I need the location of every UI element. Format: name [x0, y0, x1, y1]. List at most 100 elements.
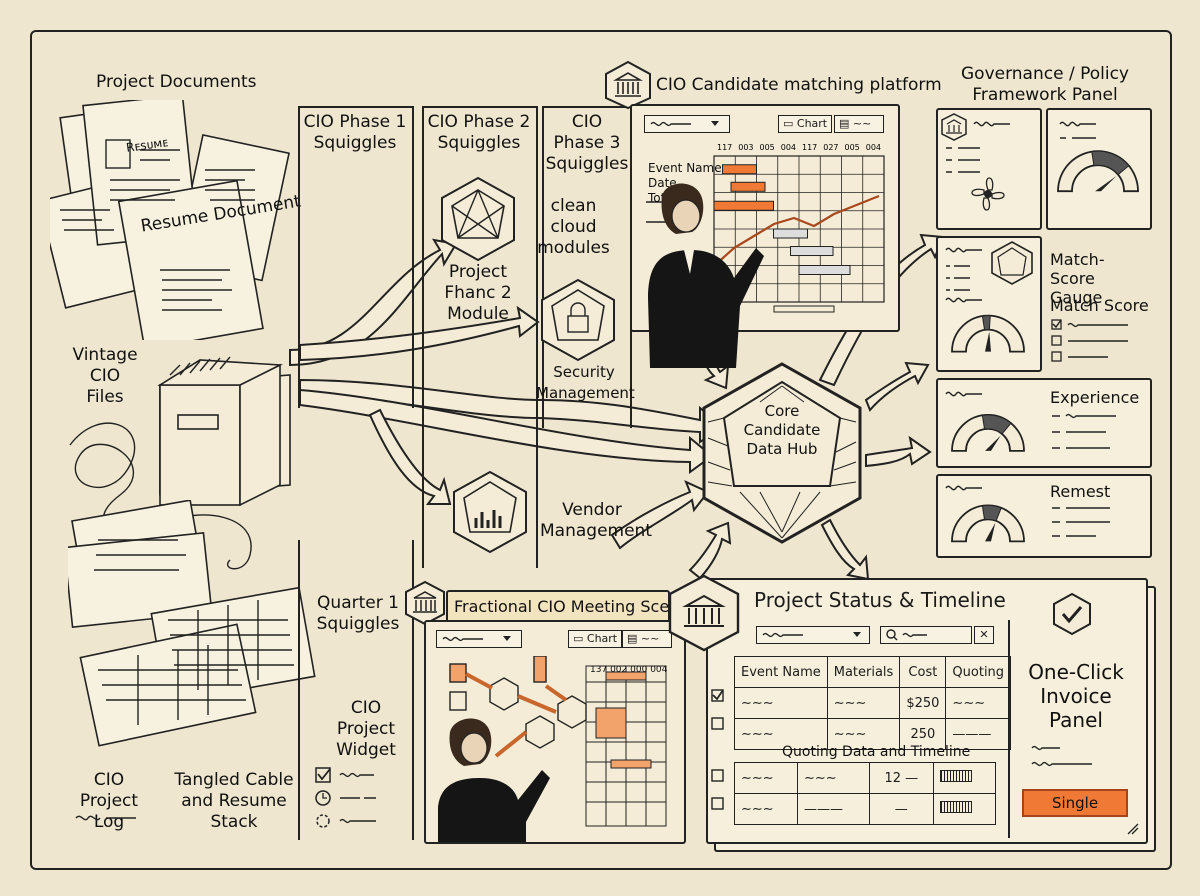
matching-platform-title: CIO Candidate matching platform	[656, 75, 942, 95]
phase3-label: CIO Phase 3 Squiggles	[545, 112, 629, 174]
meeting-table-button[interactable]: ▤ ~~	[622, 630, 672, 648]
meeting-chart-button[interactable]: ▭ Chart	[568, 630, 623, 648]
security-label: Security Management	[536, 363, 635, 402]
experience-label: Experience	[1050, 388, 1140, 407]
status-table: Event Name Materials Cost Quoting ∼∼∼∼∼∼…	[734, 656, 1012, 750]
gov-card-1-content	[941, 113, 1010, 211]
remest-label: Remest	[1050, 482, 1111, 501]
gantt-col-label: 117	[717, 143, 732, 152]
scrollbar[interactable]	[773, 305, 835, 313]
cell-scribble: ∼∼∼	[734, 762, 798, 794]
status-dropdown[interactable]	[756, 626, 870, 644]
gantt-bar	[798, 265, 851, 275]
row-checkboxes[interactable]	[710, 688, 730, 820]
close-icon[interactable]: ✕	[974, 626, 994, 644]
gantt-bar	[730, 181, 766, 192]
dropdown-scribble	[650, 121, 719, 127]
gauge-fill	[1091, 150, 1130, 176]
project-documents-label: Project Documents	[96, 72, 257, 92]
gauge-band	[951, 504, 1025, 543]
cell-scribble: ∼∼∼	[734, 687, 828, 719]
gantt-grid	[713, 155, 885, 303]
cell-scribble: ∼∼∼	[734, 718, 828, 750]
col-header: Quoting	[945, 656, 1012, 688]
platform-dropdown[interactable]	[644, 115, 730, 133]
vendor-hex-icon	[453, 470, 527, 554]
cell-scribble: ∼∼∼	[734, 793, 798, 825]
col-header: Cost	[899, 656, 947, 688]
file-box-illustration	[69, 356, 291, 570]
chart-button-label: Chart	[796, 117, 828, 130]
resize-handle-icon[interactable]	[1126, 822, 1140, 836]
invoice-divider	[1008, 620, 1010, 838]
presenter-illustration	[648, 183, 764, 368]
chart-button-label: Chart	[586, 632, 618, 645]
gantt-col-label: 117	[802, 143, 817, 152]
gauge-fill	[981, 414, 1012, 435]
table-header-row: Event Name Materials Cost Quoting	[734, 656, 1012, 688]
gauge-fill	[981, 315, 991, 331]
meeting-title-bar	[446, 590, 670, 624]
invoice-title: One-Click Invoice Panel	[1028, 660, 1124, 732]
experience-list	[1052, 413, 1116, 449]
meeting-col-labels: 137 002 000 004	[590, 660, 667, 681]
platform-table-button[interactable]: ▤ ~~	[834, 115, 884, 133]
gantt-bar	[790, 246, 834, 257]
cell-scribble: ∼∼∼	[826, 718, 901, 750]
platform-chart-button[interactable]: ▭ Chart	[778, 115, 833, 133]
match-hex-icon	[991, 241, 1033, 285]
security-hex-icon	[541, 278, 615, 362]
gauge-icon	[1057, 121, 1139, 193]
gauge-needle	[985, 435, 1001, 451]
cell-cost: $250	[899, 687, 947, 719]
core-hub-hex-icon	[702, 362, 862, 544]
gantt-col-label: 004	[781, 143, 796, 152]
quarter1-column	[298, 540, 414, 840]
scribble-line	[75, 815, 136, 821]
cell-cost: 12 —	[868, 762, 934, 794]
table-row[interactable]: ∼∼∼∼∼∼ 250 ———	[734, 718, 1012, 750]
chart-icon: ▭	[573, 632, 587, 645]
vendor-label: Vendor Management	[540, 500, 652, 541]
cell-scribble: ∼∼∼	[826, 687, 901, 719]
single-button[interactable]: Single	[1022, 789, 1128, 817]
gantt-col-label: 027	[823, 143, 838, 152]
fan-icon	[971, 177, 1005, 211]
col-header: Event Name	[734, 656, 828, 688]
gantt-col-label: 003	[738, 143, 753, 152]
table-row[interactable]: ∼∼∼∼∼∼ 12 —	[734, 762, 997, 794]
gauge-needle	[985, 331, 991, 352]
table-row[interactable]: ∼∼∼——— —	[734, 793, 997, 825]
outer-frame	[30, 30, 1172, 870]
cell-scribble: ∼∼∼	[945, 687, 1012, 719]
cell-scribble: ∼∼∼	[796, 762, 870, 794]
meeting-col-1: 002	[610, 665, 628, 675]
table-row[interactable]: ∼∼∼∼∼∼ $250 ∼∼∼	[734, 687, 1012, 719]
gauge-scribble	[1059, 121, 1096, 139]
core-hub-label: Core Candidate Data Hub	[743, 402, 821, 458]
gauge-icon	[945, 391, 1025, 452]
phase2-label: CIO Phase 2 Squiggles	[427, 112, 531, 153]
meeting-dropdown[interactable]	[436, 630, 522, 648]
institution-icon	[668, 574, 740, 652]
phase1-label: CIO Phase 1 Squiggles	[303, 112, 407, 153]
row-label-event: Event Name	[648, 161, 722, 175]
match-score-label: Match Score	[1050, 296, 1149, 315]
cell-cost: —	[868, 793, 934, 825]
clean-cloud-label: clean cloud modules	[537, 196, 610, 258]
checkmark-badge-icon	[1053, 592, 1091, 636]
meeting-col-3: 004	[650, 665, 668, 675]
invoice-scribbles	[1031, 745, 1092, 767]
spreadsheet-stack-illustration	[68, 500, 316, 747]
gauge-icon	[945, 485, 1025, 543]
match-scribbles	[945, 247, 982, 291]
status-search-input[interactable]	[880, 626, 972, 644]
phase1-column	[298, 106, 414, 408]
widget-icons	[315, 767, 376, 828]
documents-stack-illustration	[50, 100, 290, 340]
gantt-col-label: 005	[845, 143, 860, 152]
governance-title: Governance / Policy Framework Panel	[961, 64, 1129, 105]
meeting-col-0: 137	[590, 665, 608, 675]
meeting-scene-title: Fractional CIO Meeting Scene	[454, 597, 690, 616]
